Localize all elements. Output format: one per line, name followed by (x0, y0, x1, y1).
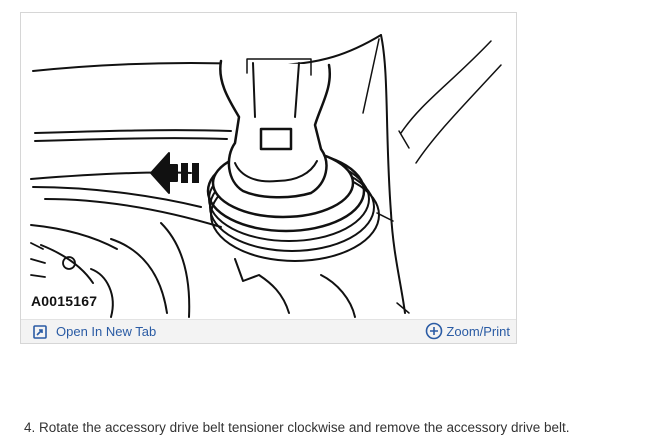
figure-toolbar: Open In New Tab Zoom/Print (21, 319, 516, 343)
open-in-new-tab-link[interactable]: Open In New Tab (33, 324, 156, 339)
zoom-print-label: Zoom/Print (446, 323, 510, 339)
instruction-step: 4. Rotate the accessory drive belt tensi… (24, 420, 570, 435)
figure-card: A0015167 Open In New Tab Zoom/Print (20, 12, 517, 344)
belt-tensioner-diagram (21, 13, 516, 319)
figure-code-label: A0015167 (31, 293, 98, 309)
zoom-print-link[interactable]: Zoom/Print (425, 322, 510, 340)
open-in-new-tab-label: Open In New Tab (56, 324, 157, 339)
external-link-icon (33, 324, 47, 339)
plus-circle-icon (425, 322, 443, 340)
